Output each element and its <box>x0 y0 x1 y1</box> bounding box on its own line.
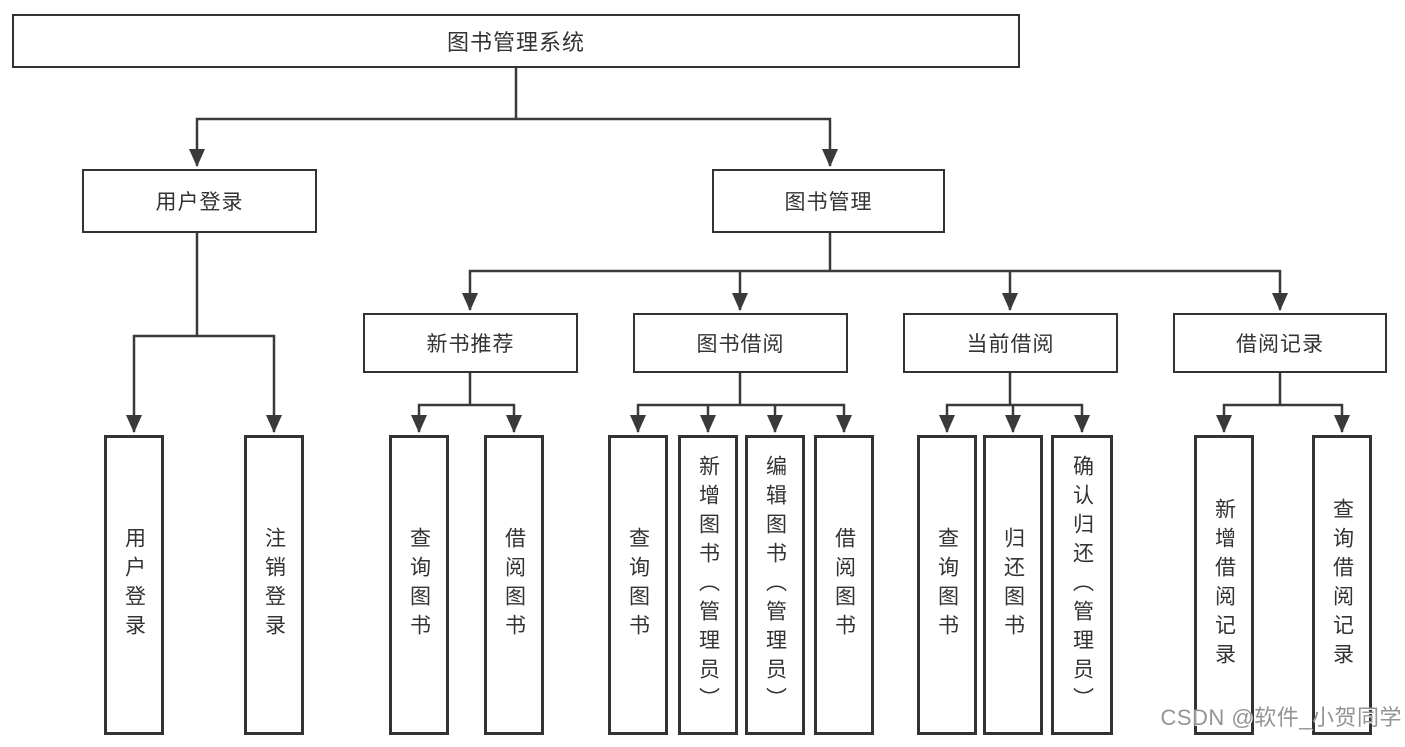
leaf-label: 用户登录 <box>122 527 146 643</box>
leaf-label: 归还图书 <box>1001 527 1025 643</box>
leaf-label: 借阅图书 <box>832 527 856 643</box>
leaf-query-books-borrow: 查询图书 <box>608 435 668 735</box>
leaf-add-borrow-record: 新增借阅记录 <box>1194 435 1254 735</box>
leaf-logout: 注销登录 <box>244 435 304 735</box>
leaf-label: 确认归还（管理员） <box>1070 454 1094 716</box>
leaf-label: 查询图书 <box>407 527 431 643</box>
csdn-watermark: CSDN @软件_小贺同学 <box>1160 705 1402 730</box>
leaf-label: 新增借阅记录 <box>1212 498 1236 672</box>
leaf-query-books-current: 查询图书 <box>917 435 977 735</box>
leaf-query-books-recommend: 查询图书 <box>389 435 449 735</box>
node-root-system: 图书管理系统 <box>12 14 1020 68</box>
node-book-management: 图书管理 <box>712 169 945 233</box>
leaf-return-books: 归还图书 <box>983 435 1043 735</box>
node-current-borrow: 当前借阅 <box>903 313 1118 373</box>
leaf-user-login: 用户登录 <box>104 435 164 735</box>
node-book-borrow: 图书借阅 <box>633 313 848 373</box>
node-user-login: 用户登录 <box>82 169 317 233</box>
node-new-book-recommend: 新书推荐 <box>363 313 578 373</box>
leaf-query-borrow-record: 查询借阅记录 <box>1312 435 1372 735</box>
leaf-confirm-return-admin: 确认归还（管理员） <box>1051 435 1113 735</box>
leaf-label: 编辑图书（管理员） <box>763 454 787 716</box>
leaf-label: 查询图书 <box>935 527 959 643</box>
leaf-borrow-books: 借阅图书 <box>814 435 874 735</box>
leaf-label: 查询图书 <box>626 527 650 643</box>
leaf-label: 注销登录 <box>262 527 286 643</box>
leaf-edit-books-admin: 编辑图书（管理员） <box>745 435 805 735</box>
leaf-borrow-books-recommend: 借阅图书 <box>484 435 544 735</box>
node-borrow-records: 借阅记录 <box>1173 313 1387 373</box>
leaf-add-books-admin: 新增图书（管理员） <box>678 435 738 735</box>
leaf-label: 查询借阅记录 <box>1330 498 1354 672</box>
leaf-label: 新增图书（管理员） <box>696 454 720 716</box>
leaf-label: 借阅图书 <box>502 527 526 643</box>
